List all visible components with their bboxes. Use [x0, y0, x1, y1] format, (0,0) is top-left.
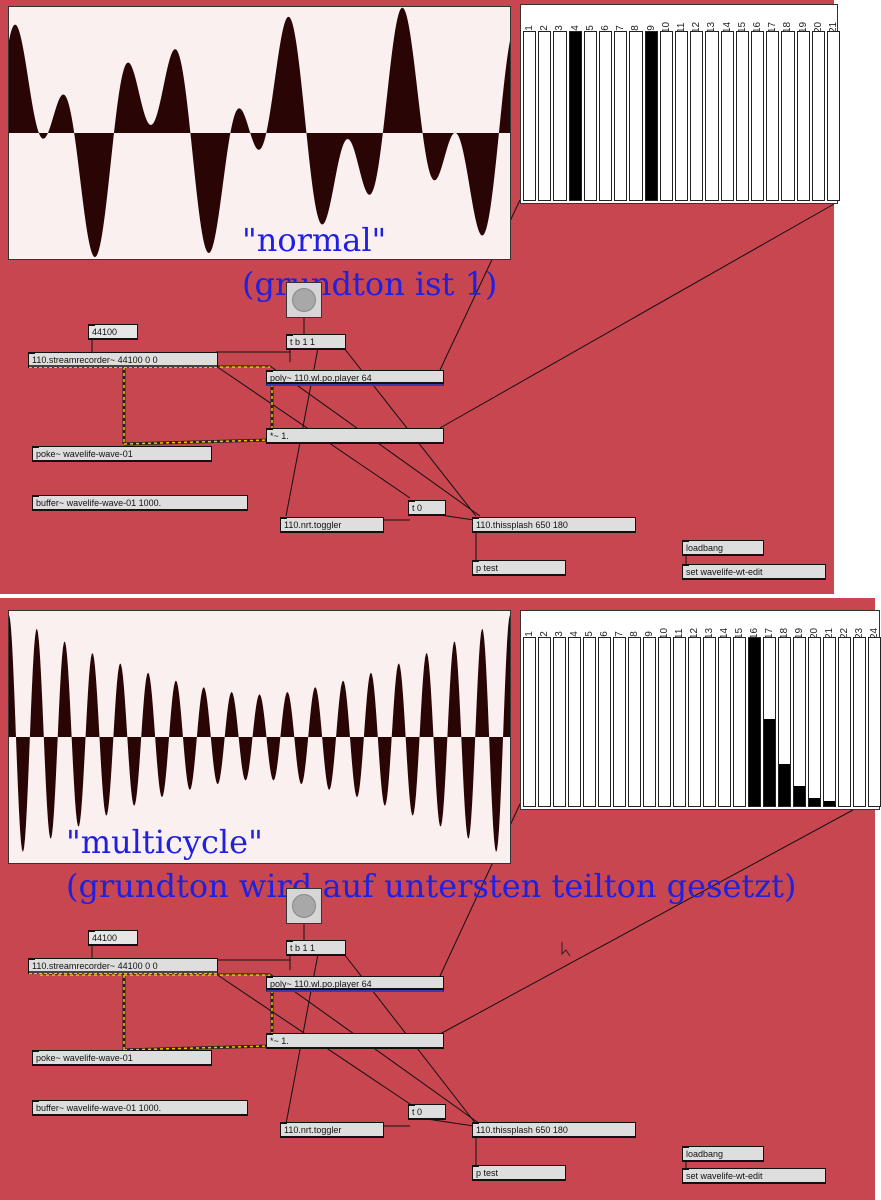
partial-slider[interactable] — [643, 637, 656, 807]
thissplash-object[interactable]: 110.thissplash 650 180 — [472, 1122, 636, 1138]
bang-button[interactable] — [286, 888, 322, 924]
partial-slider[interactable] — [523, 31, 537, 201]
partial-slider[interactable] — [613, 637, 626, 807]
comment-title: "normal" — [242, 221, 387, 259]
partial-level-fill — [824, 800, 835, 806]
partial-slider[interactable] — [659, 31, 673, 201]
partial-level-fill — [569, 32, 581, 200]
waveform-display[interactable] — [8, 6, 511, 260]
partial-slider[interactable] — [538, 31, 552, 201]
partial-slider[interactable] — [568, 637, 581, 807]
bang-button[interactable] — [286, 282, 322, 318]
partial-slider[interactable] — [599, 31, 613, 201]
patch-cords — [40, 797, 876, 1170]
comment-title: "multicycle" — [66, 823, 263, 861]
partial-slider[interactable] — [827, 31, 841, 201]
partial-slider[interactable] — [583, 637, 596, 807]
partial-slider[interactable] — [538, 637, 551, 807]
partial-slider[interactable] — [553, 31, 567, 201]
partial-slider[interactable] — [690, 31, 704, 201]
samplerate-number[interactable]: 44100 — [88, 930, 138, 946]
p-test-subpatcher[interactable]: p test — [472, 1165, 566, 1181]
mouse-cursor-icon — [561, 942, 571, 957]
poke-object[interactable]: poke~ wavelife-wave-01 — [32, 1050, 212, 1066]
partial-slider[interactable] — [705, 31, 719, 201]
streamrecorder-object[interactable]: 110.streamrecorder~ 44100 0 0 — [28, 958, 218, 974]
partial-slider[interactable] — [644, 31, 658, 201]
partial-slider[interactable] — [658, 637, 671, 807]
partial-slider[interactable] — [763, 637, 776, 807]
partial-level-fill — [749, 638, 760, 806]
partial-slider[interactable] — [523, 637, 536, 807]
comment-subtitle: (grundton ist 1) — [242, 265, 498, 303]
streamrecorder-object[interactable]: 110.streamrecorder~ 44100 0 0 — [28, 352, 218, 368]
comment-subtitle: (grundton wird auf untersten teilton ges… — [66, 867, 797, 905]
poly-player-object[interactable]: poly~ 110.wl.po.player 64 — [266, 976, 444, 992]
multiply-signal-object[interactable]: *~ 1. — [266, 1033, 444, 1049]
trigger-object[interactable]: t b 1 1 — [286, 940, 346, 956]
partial-slider[interactable] — [598, 637, 611, 807]
partial-slider[interactable] — [853, 637, 866, 807]
poke-object[interactable]: poke~ wavelife-wave-01 — [32, 446, 212, 462]
partial-level-fill — [645, 32, 657, 200]
partial-slider[interactable] — [628, 637, 641, 807]
partial-slider[interactable] — [735, 31, 749, 201]
partial-slider[interactable] — [720, 31, 734, 201]
samplerate-number[interactable]: 44100 — [88, 324, 138, 340]
partial-slider[interactable] — [703, 637, 716, 807]
bang-icon — [292, 288, 316, 312]
partial-slider[interactable] — [808, 637, 821, 807]
partial-level-fill — [779, 764, 790, 806]
partial-slider[interactable] — [568, 31, 582, 201]
partial-slider[interactable] — [733, 637, 746, 807]
waveform-display[interactable] — [8, 610, 511, 864]
partial-level-fill — [764, 718, 775, 806]
partial-slider[interactable] — [868, 637, 881, 807]
partial-slider[interactable] — [614, 31, 628, 201]
partial-slider[interactable] — [673, 637, 686, 807]
partial-slider[interactable] — [778, 637, 791, 807]
partial-slider[interactable] — [675, 31, 689, 201]
partial-slider[interactable] — [766, 31, 780, 201]
trigger-object[interactable]: t b 1 1 — [286, 334, 346, 350]
set-message-box[interactable]: set wavelife-wt-edit — [682, 564, 826, 580]
loadbang-object[interactable]: loadbang — [682, 1146, 764, 1162]
loadbang-object[interactable]: loadbang — [682, 540, 764, 556]
partial-slider[interactable] — [838, 637, 851, 807]
partial-slider[interactable] — [796, 31, 810, 201]
partial-slider[interactable] — [793, 637, 806, 807]
partial-slider[interactable] — [553, 637, 566, 807]
partial-slider[interactable] — [748, 637, 761, 807]
partial-slider[interactable] — [823, 637, 836, 807]
partial-slider[interactable] — [688, 637, 701, 807]
trigger-zero-object[interactable]: t 0 — [408, 1104, 446, 1120]
waveform-shape — [9, 615, 510, 853]
partial-slider[interactable] — [781, 31, 795, 201]
partial-level-fill — [809, 797, 820, 806]
nrt-toggler-object[interactable]: 110.nrt.toggler — [280, 1122, 384, 1138]
waveform-display-graph — [9, 7, 510, 258]
partial-slider[interactable] — [583, 31, 597, 201]
partial-level-fill — [794, 785, 805, 806]
partial-slider[interactable] — [751, 31, 765, 201]
trigger-zero-object[interactable]: t 0 — [408, 500, 446, 516]
buffer-object[interactable]: buffer~ wavelife-wave-01 1000. — [32, 1100, 248, 1116]
nrt-toggler-object[interactable]: 110.nrt.toggler — [280, 517, 384, 533]
partial-slider[interactable] — [811, 31, 825, 201]
thissplash-object[interactable]: 110.thissplash 650 180 — [472, 517, 636, 533]
waveform-shape — [9, 7, 510, 258]
set-message-box[interactable]: set wavelife-wt-edit — [682, 1168, 826, 1184]
multiply-signal-object[interactable]: *~ 1. — [266, 428, 444, 444]
waveform-display-graph — [9, 615, 510, 853]
poly-player-object[interactable]: poly~ 110.wl.po.player 64 — [266, 370, 444, 386]
p-test-subpatcher[interactable]: p test — [472, 560, 566, 576]
buffer-object[interactable]: buffer~ wavelife-wave-01 1000. — [32, 495, 248, 511]
bang-icon — [292, 894, 316, 918]
partial-slider[interactable] — [629, 31, 643, 201]
partial-slider[interactable] — [718, 637, 731, 807]
